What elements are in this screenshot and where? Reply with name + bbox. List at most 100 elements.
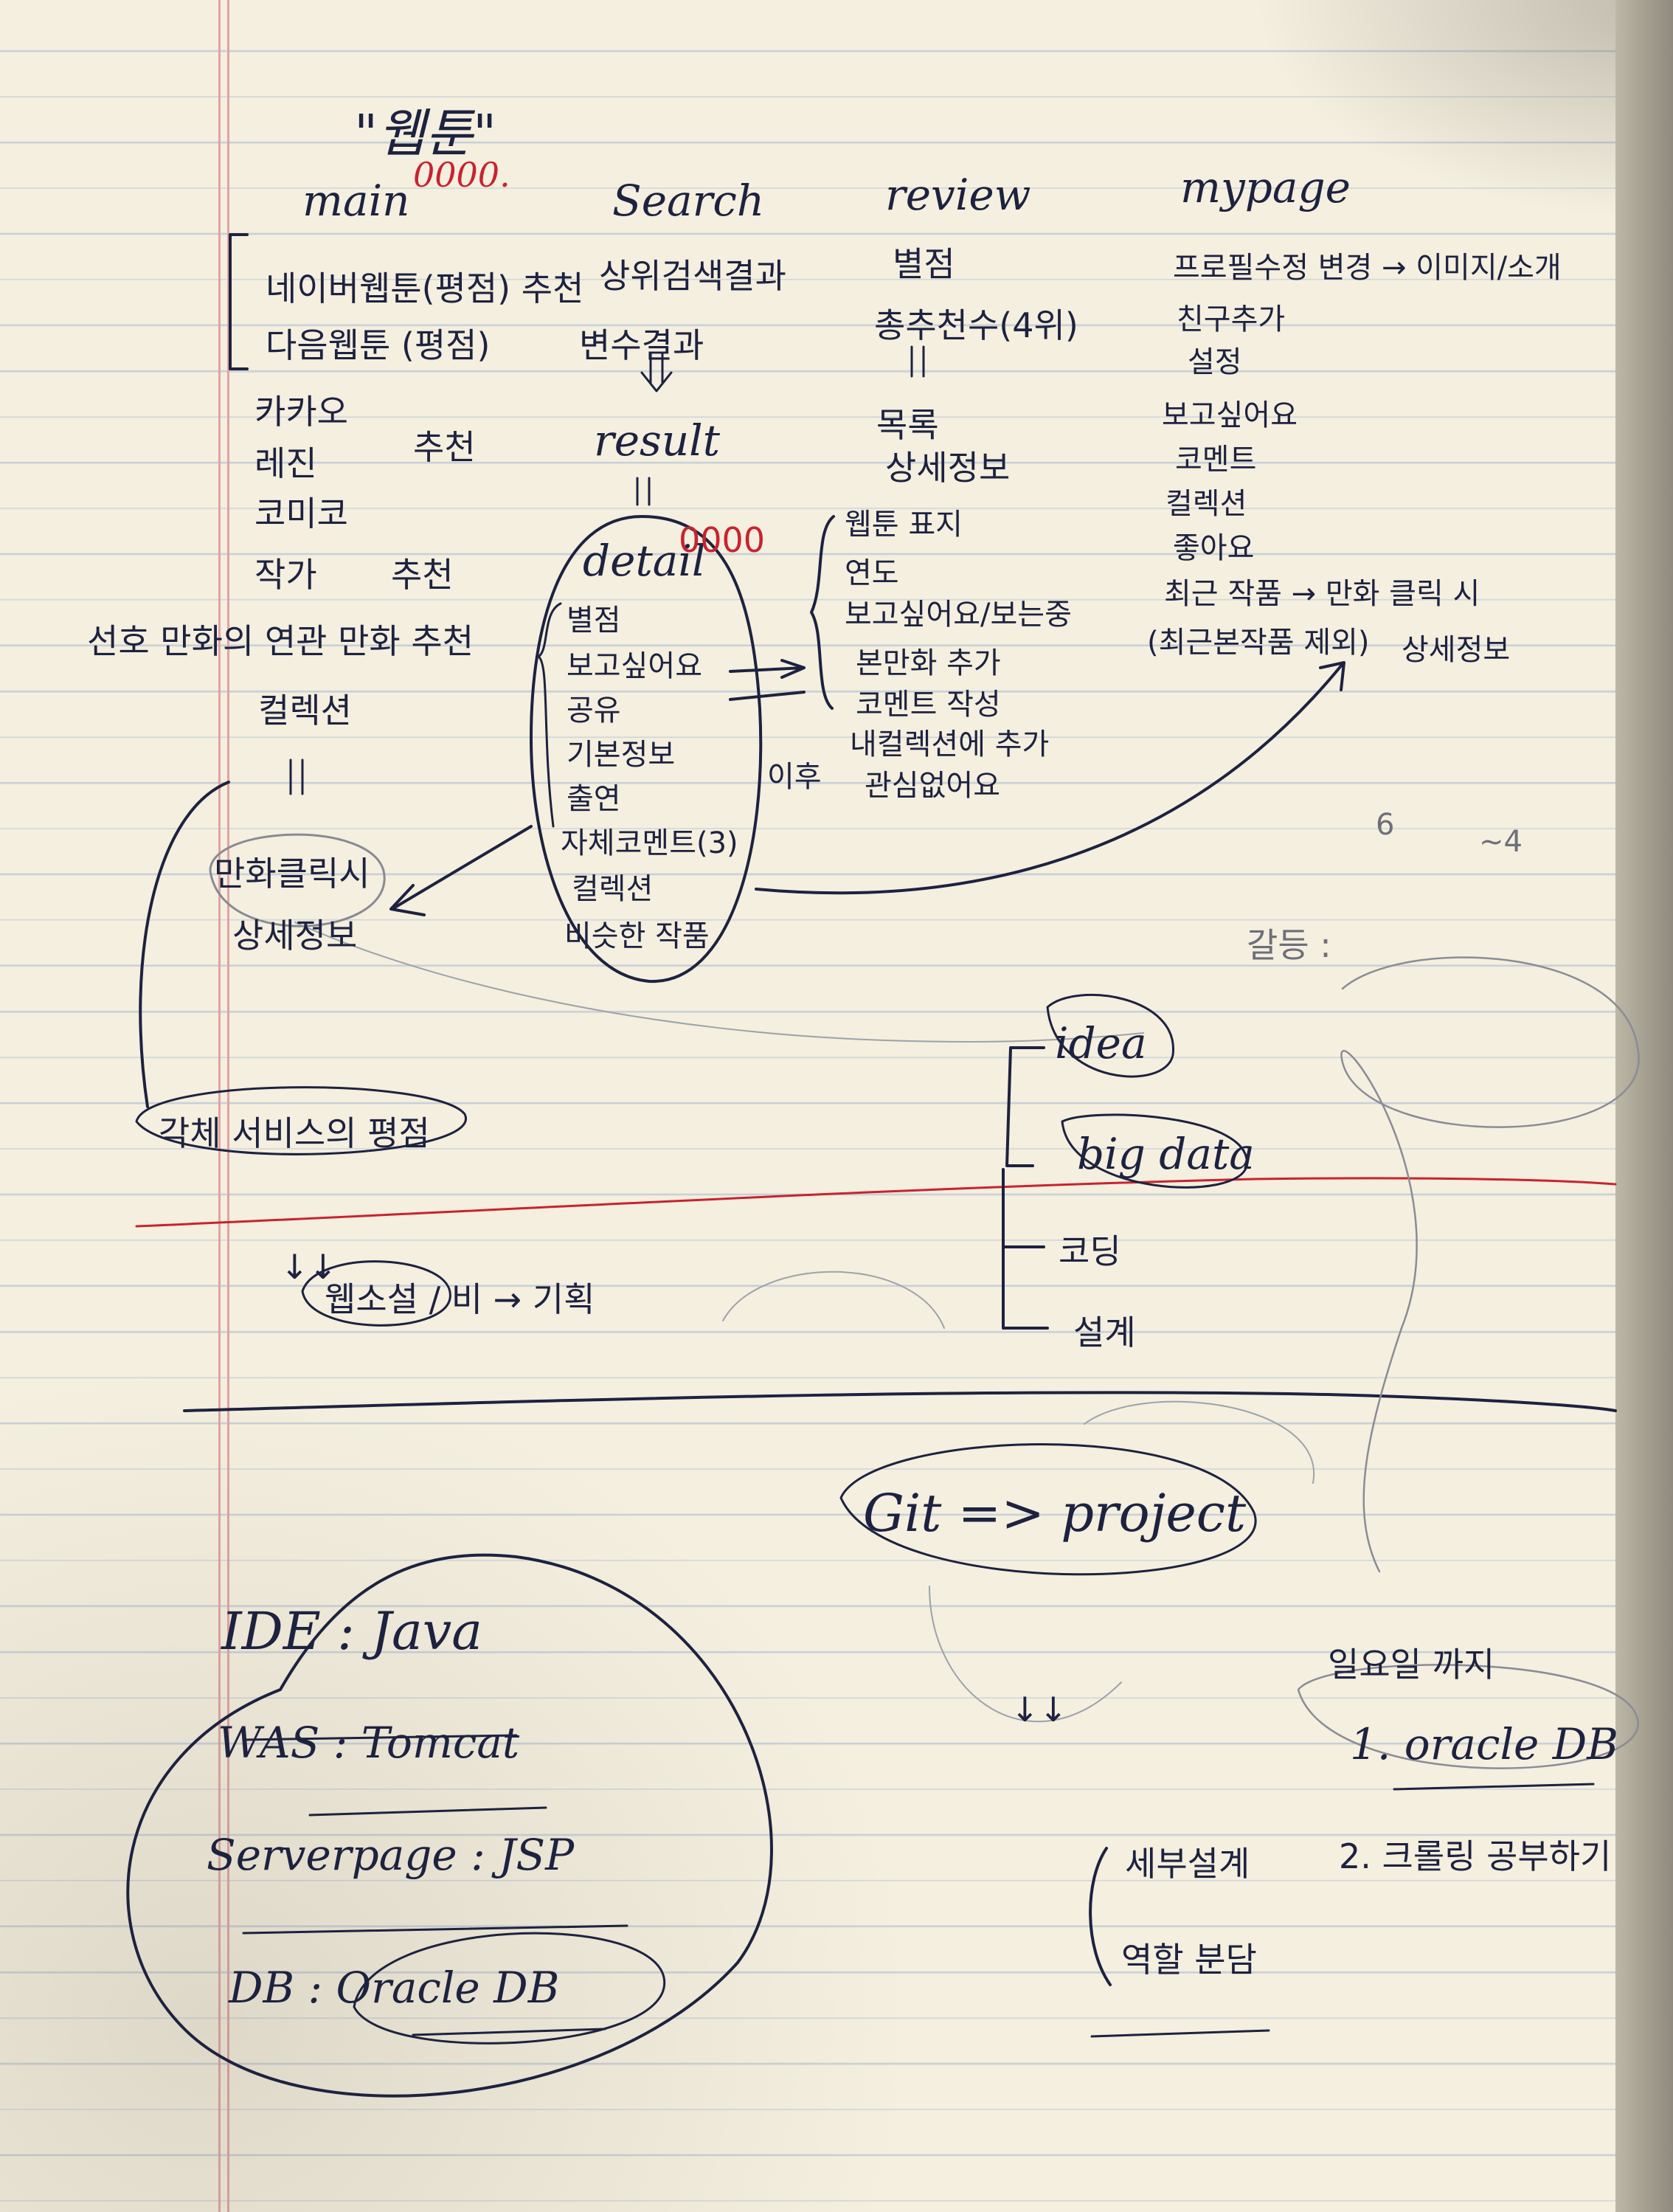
review-item: 관심없어요 bbox=[865, 769, 1000, 803]
review-item: 보고싶어요/보는중 bbox=[845, 598, 1072, 632]
main-click: 만화클릭시 bbox=[214, 854, 370, 894]
curve-to-mypage bbox=[755, 661, 1345, 895]
steps-item: 역할 분담 bbox=[1121, 1940, 1257, 1980]
mypage-item: 친구추가 bbox=[1177, 303, 1286, 336]
note-title: "웹툰" bbox=[354, 103, 497, 164]
oracle-oval bbox=[353, 1932, 665, 2045]
todo-item: 2. 크롤링 공부하기 bbox=[1339, 1836, 1612, 1876]
stack-ide: IDE : Java bbox=[221, 1601, 483, 1662]
steps-bracket bbox=[1089, 1847, 1112, 1986]
webnovel-line: 웹소설 / 비 → 기획 bbox=[325, 1279, 595, 1319]
detail-item: 별점 bbox=[567, 604, 621, 637]
rating-oval bbox=[135, 1086, 467, 1155]
search-result: result bbox=[594, 415, 721, 466]
branch-tree bbox=[1002, 1046, 1049, 1330]
mypage-item: 최근 작품 → 만화 클릭 시 bbox=[1164, 577, 1480, 611]
main-item: 카카오 bbox=[254, 392, 348, 432]
mypage-item: 설정 bbox=[1188, 345, 1242, 379]
review-item: 코멘트 작성 bbox=[856, 688, 1001, 722]
review-item: 연도 bbox=[845, 556, 899, 590]
detail-item: 기본정보 bbox=[567, 738, 676, 772]
review-line: 별점 bbox=[893, 244, 955, 284]
branch-item: idea bbox=[1055, 1018, 1147, 1068]
page-shadow bbox=[1254, 0, 1673, 221]
detail-item: 비슷한 작품 bbox=[564, 919, 710, 953]
pencil-swirl bbox=[294, 922, 1144, 1043]
small-mark: 6 bbox=[1376, 808, 1395, 842]
review-item: 본만화 추가 bbox=[856, 646, 1001, 680]
webnovel-oval bbox=[301, 1260, 451, 1327]
down-arrow bbox=[910, 345, 925, 378]
main-recommend: 추천 bbox=[391, 555, 454, 595]
stack-db: DB : Oracle DB bbox=[229, 1963, 560, 2013]
main-collection: 컬렉션 bbox=[258, 691, 352, 730]
down-arrow bbox=[289, 758, 304, 795]
branch-item: 코딩 bbox=[1059, 1231, 1121, 1271]
detail-item: 컬렉션 bbox=[572, 872, 654, 906]
search-line: 변수결과 bbox=[579, 325, 704, 365]
review-heading: review bbox=[885, 170, 1031, 220]
down-arrow bbox=[640, 353, 673, 393]
down-arrow-label: ↓↓ bbox=[280, 1247, 338, 1287]
margin-line bbox=[227, 0, 229, 2212]
main-item: 네이버웹툰(평점) 추천 bbox=[266, 269, 584, 308]
branch-item: big data bbox=[1077, 1129, 1255, 1179]
stack-underline bbox=[242, 1734, 628, 2036]
mypage-item: 좋아요 bbox=[1173, 531, 1255, 565]
margin-line bbox=[218, 0, 221, 2212]
review-item: 웹툰 표지 bbox=[845, 508, 963, 542]
main-recommend: 추천 bbox=[413, 427, 476, 467]
detail-label: detail bbox=[583, 536, 706, 586]
steps-underline bbox=[1090, 2029, 1270, 2038]
curve-collection bbox=[139, 781, 230, 1108]
review-side-label: 이후 bbox=[767, 760, 822, 794]
detail-mark: 0000 bbox=[679, 520, 766, 560]
main-item: 레진 bbox=[254, 443, 317, 483]
stack-oval bbox=[126, 1553, 773, 2098]
search-line: 상위검색결과 bbox=[599, 256, 786, 296]
search-heading: Search bbox=[612, 176, 765, 226]
click-oval bbox=[209, 833, 386, 927]
stack-was: WAS : Tomcat bbox=[218, 1718, 520, 1768]
main-external-rating: 각체 서비스의 평점 bbox=[159, 1113, 430, 1153]
stack-serverpage: Serverpage : JSP bbox=[207, 1830, 575, 1880]
review-brace bbox=[810, 515, 835, 710]
small-mark: ~4 bbox=[1479, 825, 1523, 859]
main-author: 작가 bbox=[254, 555, 317, 595]
mypage-item: 보고싶어요 bbox=[1162, 398, 1298, 432]
main-item: 코미코 bbox=[254, 494, 348, 533]
git-project: Git => project bbox=[863, 1483, 1247, 1544]
todo-oval bbox=[1297, 1664, 1639, 1769]
detail-item: 보고싶어요 bbox=[567, 649, 702, 683]
pencil-loops bbox=[722, 1271, 1315, 1723]
detail-oval bbox=[530, 515, 763, 984]
main-preference: 선호 만화의 연관 만화 추천 bbox=[87, 621, 474, 661]
branch-item: 설계 bbox=[1073, 1313, 1136, 1352]
divider-line bbox=[183, 1391, 1617, 1412]
detail-item: 자체코멘트(3) bbox=[561, 826, 738, 860]
mypage-heading: mypage bbox=[1180, 162, 1351, 212]
idea-oval bbox=[1046, 994, 1174, 1078]
page-edge bbox=[1615, 0, 1673, 2212]
notebook-page bbox=[0, 0, 1615, 2212]
down-arrow bbox=[636, 477, 651, 506]
detail-item: 공유 bbox=[567, 694, 621, 727]
review-item: 내컬렉션에 추가 bbox=[850, 727, 1050, 761]
steps-arrow: ↓↓ bbox=[1011, 1690, 1068, 1729]
git-oval bbox=[839, 1443, 1257, 1576]
review-list: 목록 bbox=[876, 405, 939, 445]
detail-item: 출연 bbox=[567, 782, 621, 816]
todo-title: 일요일 까지 bbox=[1328, 1645, 1495, 1684]
review-detail-info: 상세정보 bbox=[885, 448, 1011, 488]
mypage-item: (최근본작품 제외) bbox=[1147, 626, 1370, 660]
todo-underline bbox=[1393, 1783, 1595, 1791]
main-detail-info: 상세정보 bbox=[232, 916, 358, 955]
red-rule bbox=[135, 1177, 1617, 1228]
mypage-item: 컬렉션 bbox=[1165, 487, 1247, 521]
review-line: 총추천수(4위) bbox=[874, 305, 1078, 345]
conflict-label: 갈등 : bbox=[1247, 925, 1331, 965]
main-item: 다음웹툰 (평점) bbox=[266, 325, 491, 365]
page-shadow bbox=[0, 1254, 1033, 2212]
arrow-detail-review bbox=[729, 659, 806, 701]
